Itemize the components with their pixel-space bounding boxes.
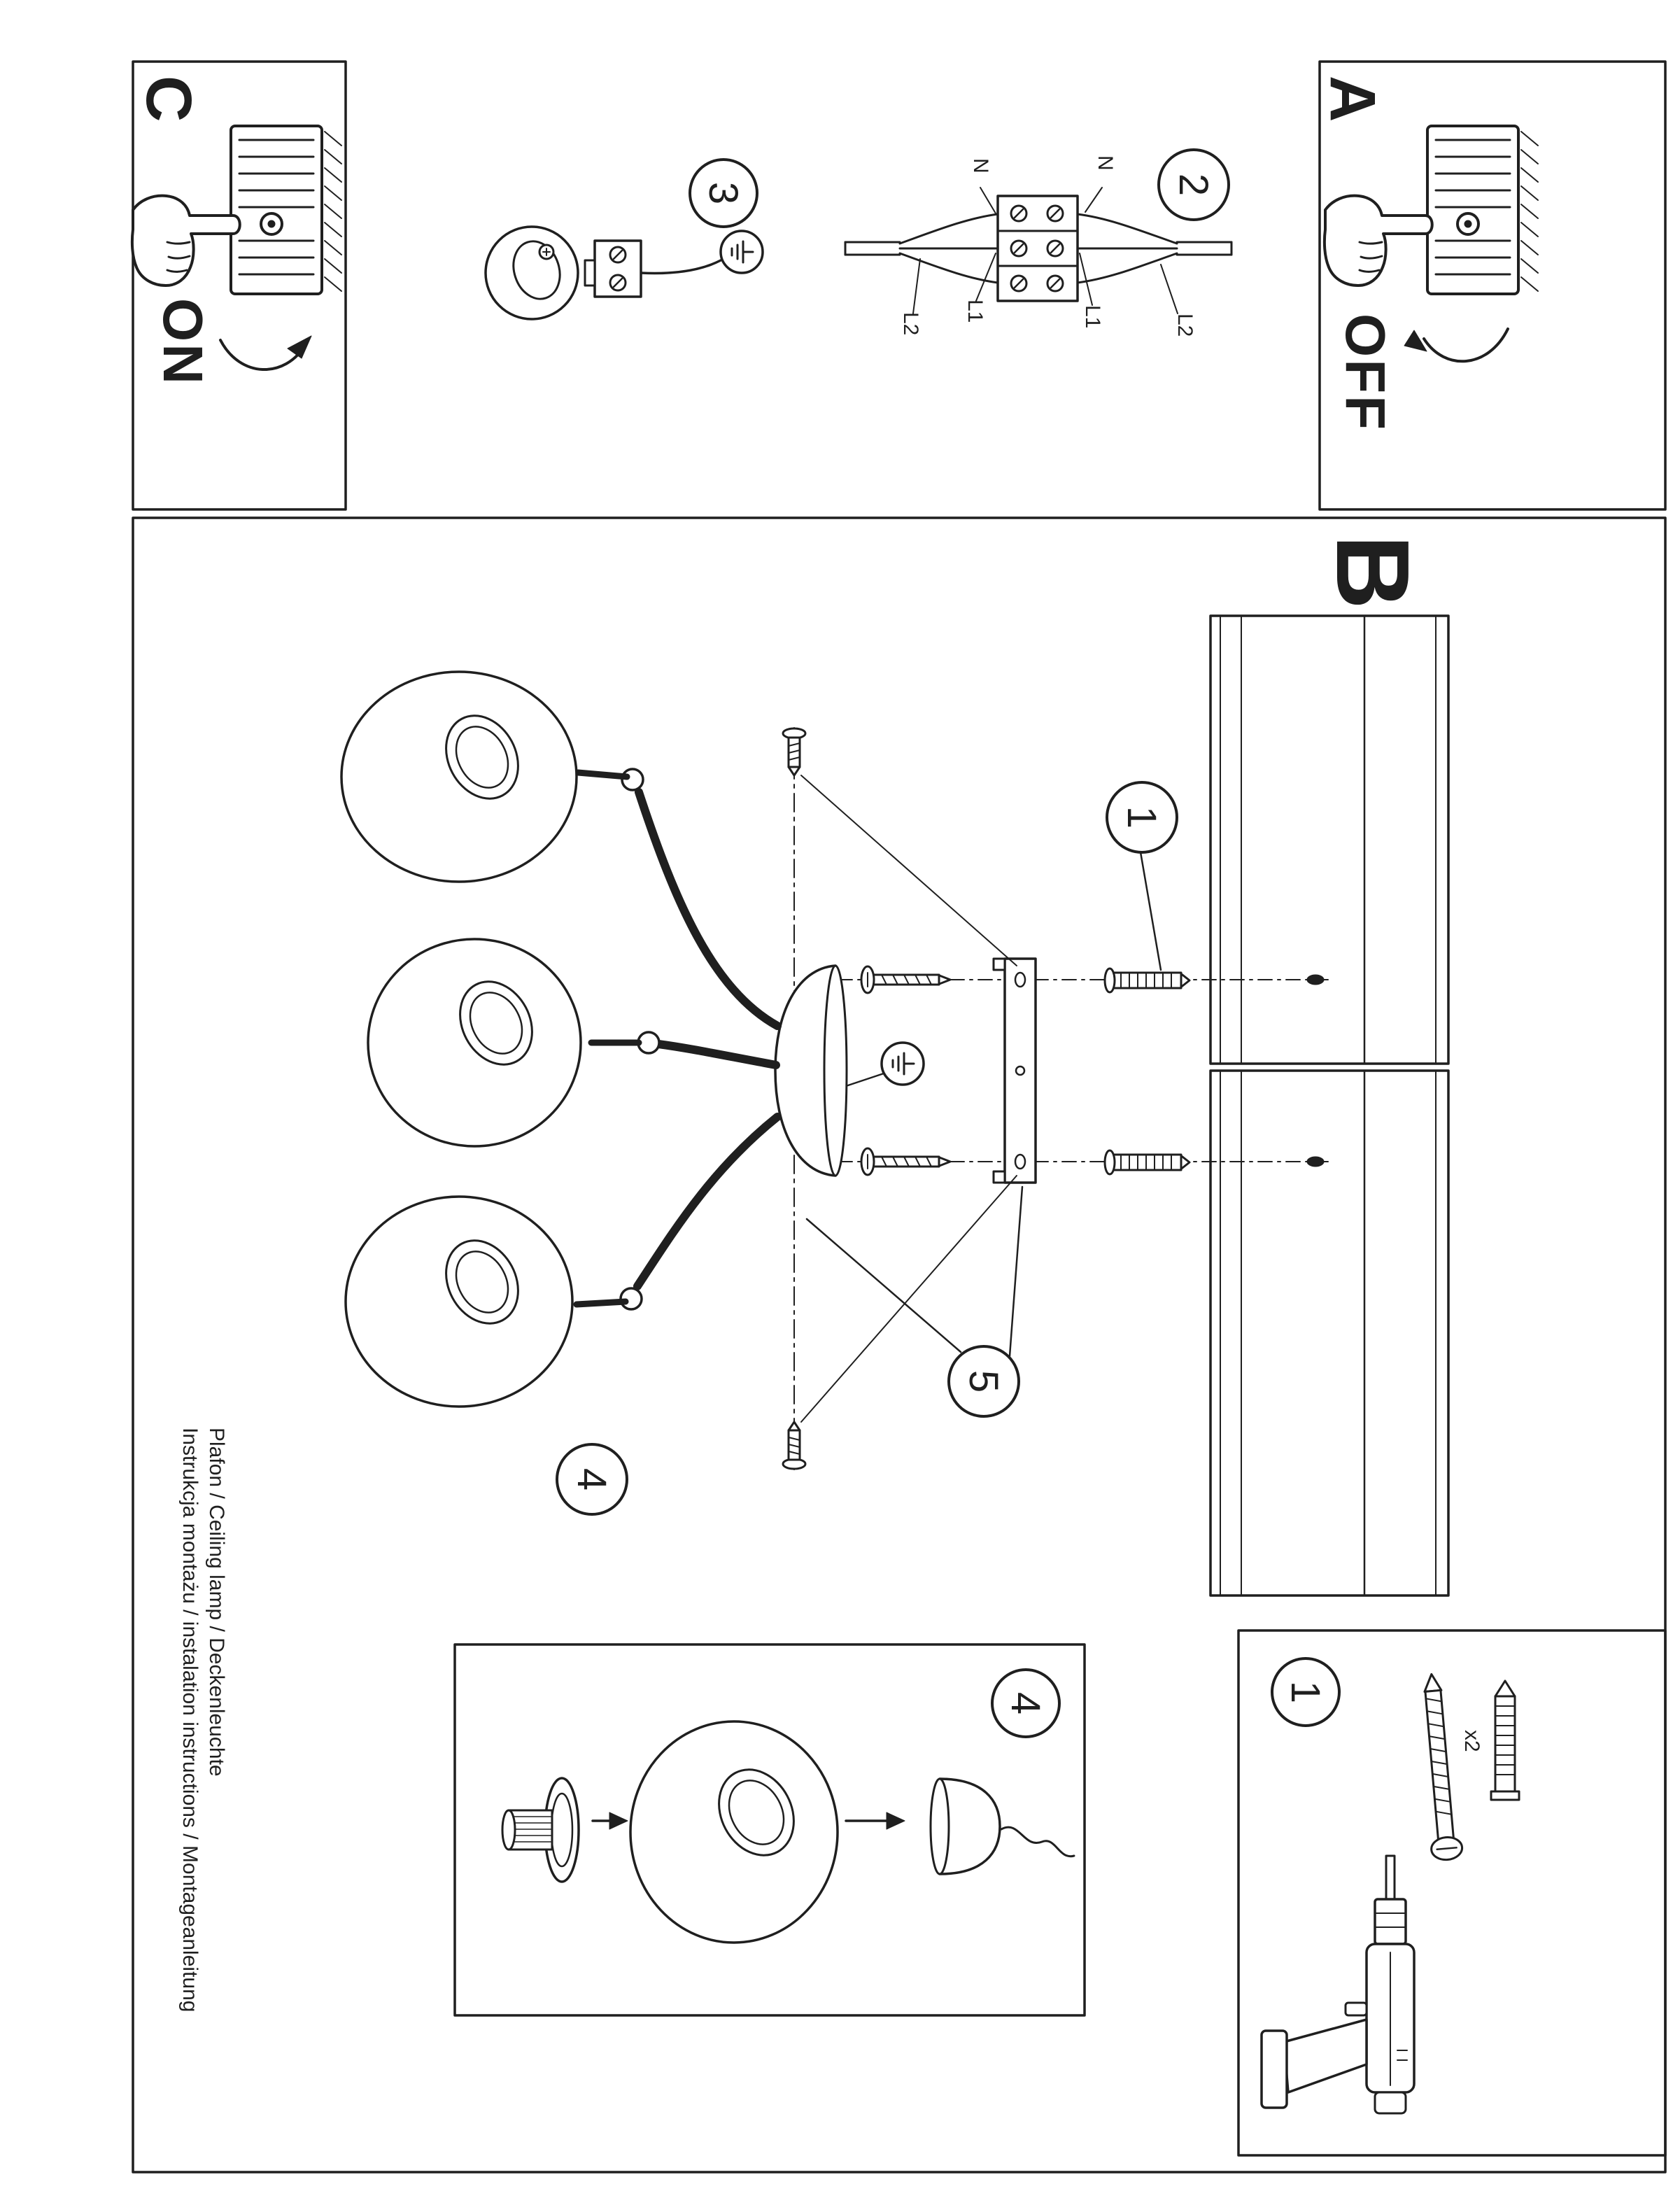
drill-icon [1260,1854,1416,2115]
off-arrow-icon [1404,327,1509,363]
lamp-canopy [774,964,848,1177]
callout-4-badge: 4 [556,1443,628,1516]
tools-box-art [1260,1672,1520,2115]
retaining-ring [501,1777,580,1883]
panel-borders [132,60,1667,2174]
glass-shade [629,1720,839,1944]
panel-a-border [1318,60,1667,511]
wall-plug-icon [1103,967,1191,994]
screw-horizontal-icon [1423,1672,1464,1861]
light-switch-icon [1426,125,1539,295]
callout-leaders [800,775,1162,1423]
quantity-label: x2 [1460,1730,1483,1752]
step-2-badge: 2 [1157,148,1230,221]
lamp-shade [344,1195,574,1408]
document-title: Instrukcja montażu / instalation instruc… [178,1428,202,2013]
panel-a-label: A [1317,76,1388,124]
canopy-screw-icon [782,727,807,777]
pointing-hand-icon [1322,194,1434,287]
lamp-arms [573,768,782,1311]
shade-inset-border [453,1643,1086,2017]
tools-box-step-badge: 1 [1271,1657,1341,1727]
wire-label-leaders [912,187,1178,314]
socket-base [484,225,579,320]
panel-c-art [130,125,343,371]
tools-inset-border [1237,1629,1667,2157]
wire-label-l1: L1 [1081,305,1104,329]
product-title: Plafon / Ceiling lamp / Deckenleuchte [205,1428,228,1777]
switch-on-label: ON [152,298,214,386]
wire-label-l2: L2 [1173,314,1197,337]
shade-exploded-view [501,1720,1075,1944]
terminal-block [996,195,1079,302]
wire-label-l1: L1 [963,300,987,323]
callout-5-badge: 5 [947,1345,1020,1418]
lamp-holder-diagram [484,225,764,320]
assembly-arrow-icon [845,1812,905,1830]
mounting-bracket [992,957,1037,1184]
panel-a-art [1322,125,1539,363]
switch-off-label: OFF [1334,314,1397,432]
callout-1-badge: 1 [1106,781,1178,854]
panel-c-label: C [133,76,204,124]
wire-label-l2: L2 [899,312,922,336]
socket-cup [929,1777,1075,1875]
panel-b-label: B [1315,535,1430,610]
on-arrow-icon [219,335,312,371]
step-3-badge: 3 [689,158,758,228]
ceiling-boards [1209,614,1450,1597]
lamp-shade [340,670,578,883]
light-switch-icon [230,125,343,295]
mounting-screw-icon [860,965,952,994]
panel-b-border [132,516,1667,2174]
wire-label-n: N [969,158,992,174]
canopy-screw-icon [782,1421,807,1470]
wiring-diagram [844,187,1233,314]
lamp-shade [367,938,582,1148]
ground-icon [880,1041,925,1086]
wall-plug-horizontal-icon [1490,1679,1520,1801]
wall-plug-icon [1103,1149,1191,1176]
pointing-hand-icon [130,194,241,287]
mounting-screw-icon [860,1147,952,1176]
shade-box-step-badge: 4 [991,1668,1061,1738]
assembly-arrow-icon [591,1812,628,1830]
panel-c-border [132,60,347,511]
wire-label-n: N [1094,155,1117,171]
ground-icon [719,230,764,274]
